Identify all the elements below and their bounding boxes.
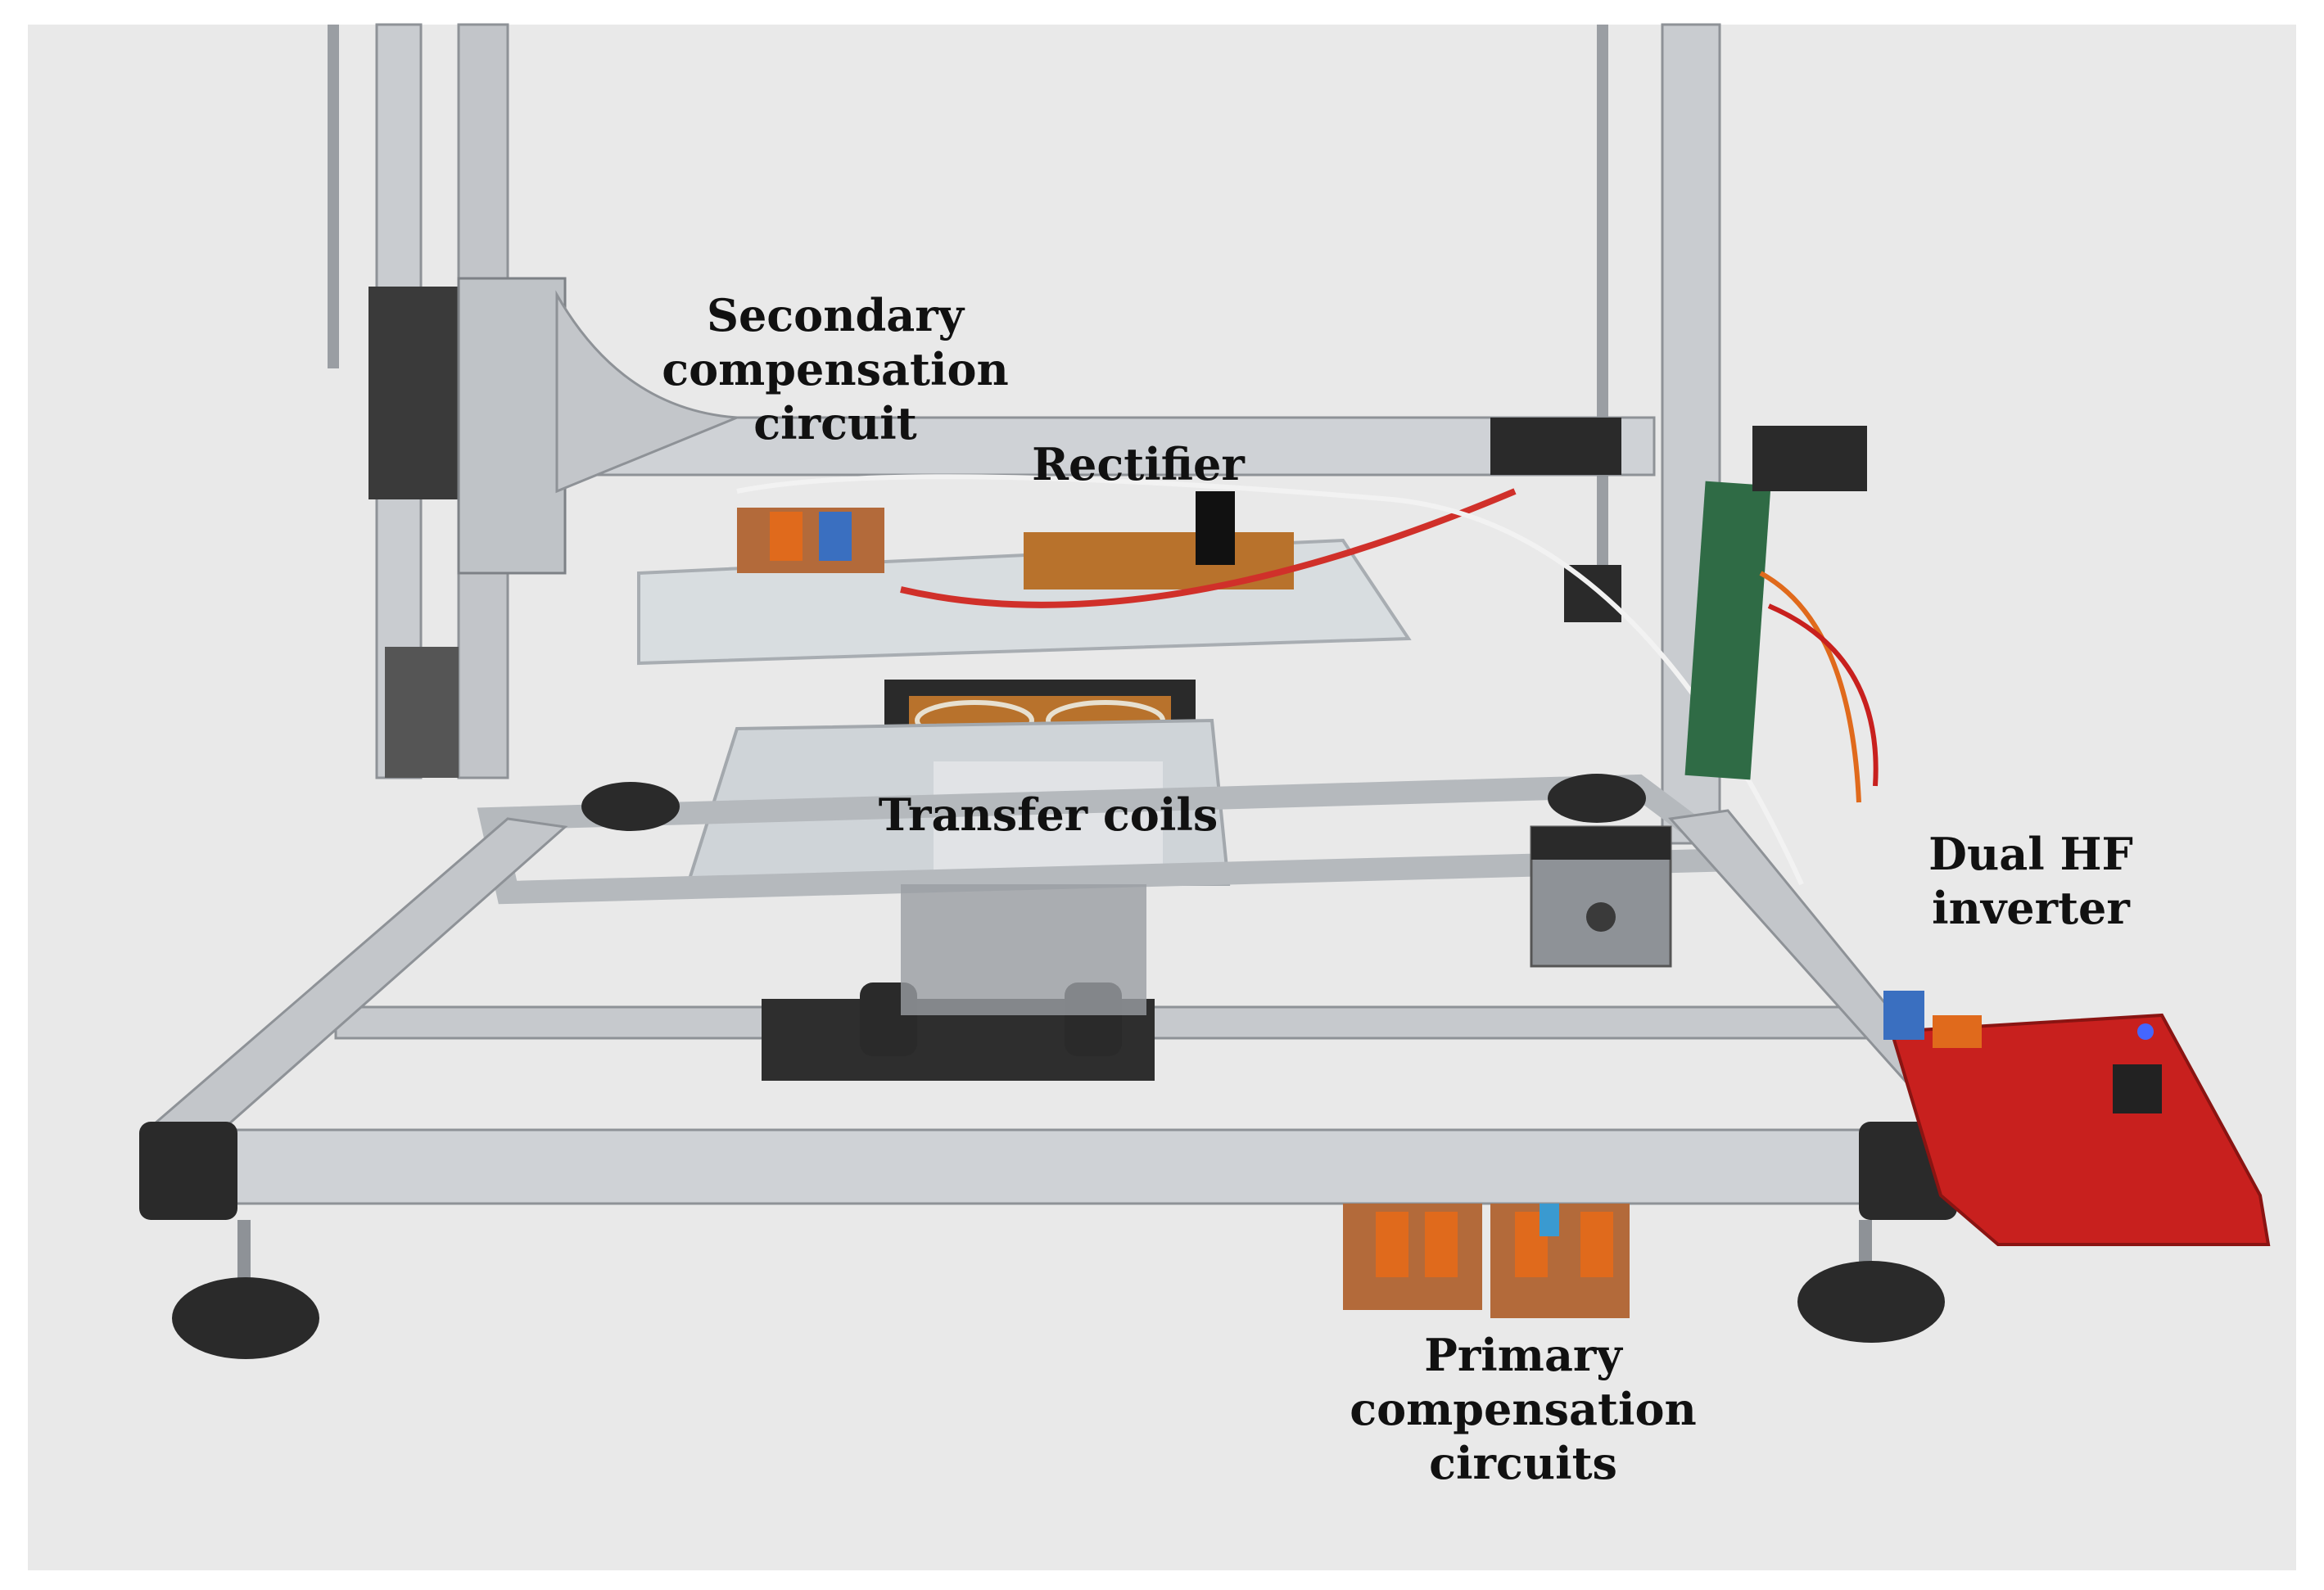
inverter-board [1883,991,2271,1246]
left-column [328,23,567,779]
label-line: Dual HF [1928,828,2133,880]
label-line: compensation [662,343,1009,395]
secondary-plate [637,474,1804,886]
label-secondary-compensation-circuit: Secondary compensation circuit [655,288,1015,450]
label-transfer-coils: Transfer coils [868,788,1228,842]
label-line: Primary [1424,1329,1622,1381]
label-primary-compensation-circuits: Primary compensation circuits [1343,1328,1703,1490]
leveling-feet [172,774,1945,1359]
label-dual-hf-inverter: Dual HF inverter [1900,827,2162,935]
label-line: Secondary [706,289,965,341]
label-line: inverter [1932,882,2130,934]
label-line: Rectifier [1032,438,1245,490]
label-rectifier: Rectifier [1015,437,1261,491]
primary-circuits [1343,1204,1630,1318]
label-line: compensation [1350,1383,1697,1435]
label-line: circuits [1429,1437,1617,1489]
label-line: circuit [753,397,917,449]
label-line: Transfer coils [878,788,1219,841]
stepper-motor [1530,825,1672,968]
driver-board [1684,426,1879,803]
upper-gantry [555,290,1656,494]
